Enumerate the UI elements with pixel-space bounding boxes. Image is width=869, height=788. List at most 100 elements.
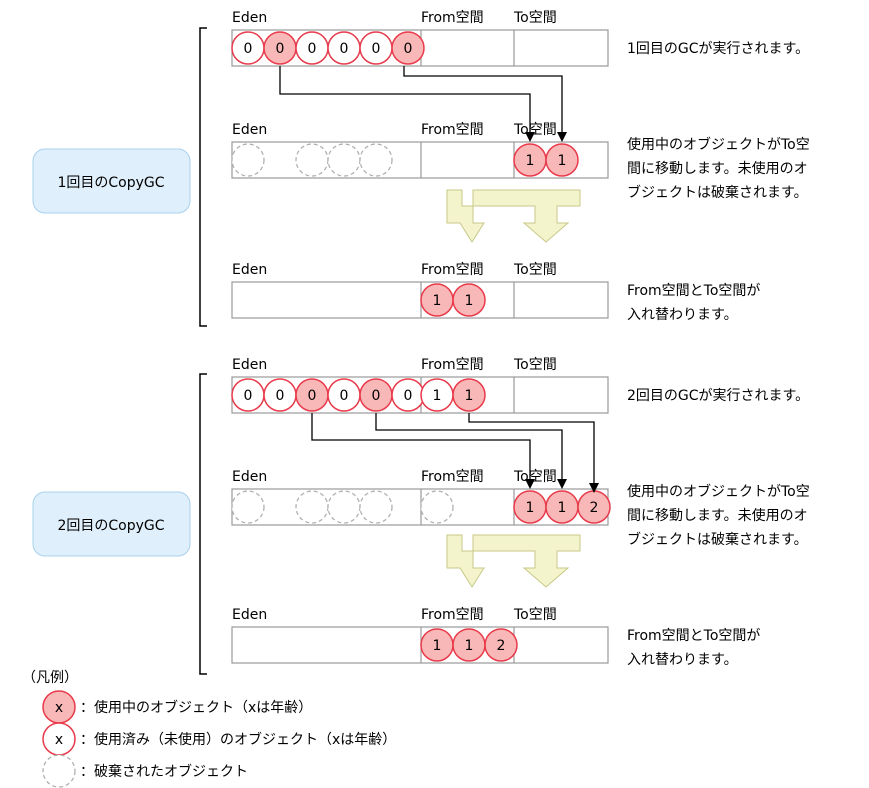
g2-copy-arrow-3 (468, 413, 599, 493)
g1-row1-eden-object-4-label: 0 (340, 41, 349, 57)
g1-row2-from-label: From空間 (421, 122, 484, 138)
g2-row3-heap-box (231, 626, 609, 664)
g1-row3-from-object-2-shape (452, 283, 486, 317)
g2-row1-from-label: From空間 (421, 357, 484, 373)
g2-row1-eden-object-6-label: 0 (404, 388, 413, 404)
g1-row2-to-object-2: 1 (545, 143, 579, 177)
g1-row1-eden-label: Eden (232, 10, 267, 26)
g2-row3-from-object-3-label: 2 (497, 638, 506, 654)
g2-row2-description-line-3: ブジェクトは破棄されます。 (627, 531, 808, 548)
group-1-title: 1回目のCopyGC (57, 175, 164, 191)
legend-item-3-text: ：破棄されたオブジェクト (80, 763, 248, 780)
g2-row1-from-object-2-shape (452, 378, 486, 412)
g1-row3-eden-label: Eden (232, 262, 267, 278)
g2-copy-arrow-1 (311, 413, 535, 489)
g1-row1-eden-object-6-label: 0 (404, 41, 413, 57)
g2-row2-description-line-1: 使用中のオブジェクトがTo空 (627, 483, 810, 500)
g1-row2-eden-object-5 (359, 143, 393, 177)
g1-row2-eden-object-4-shape (327, 143, 361, 177)
group-2-swap-arrow-right (472, 534, 581, 588)
g2-row2-from-label: From空間 (421, 469, 484, 485)
g2-row2-from-object-1 (420, 490, 454, 524)
g2-row2-eden-object-4 (327, 490, 361, 524)
g1-row1-description-line-1: 1回目のGCが実行されます。 (627, 41, 809, 57)
g2-row2-to-label: To空間 (513, 469, 557, 485)
g1-row2-eden-object-5-shape (359, 143, 393, 177)
g2-copy-arrow-2 (375, 413, 567, 489)
g2-row3-from-label: From空間 (421, 607, 484, 623)
legend-title: （凡例） (22, 670, 78, 686)
g2-row1-from-object-2-label: 1 (465, 388, 474, 404)
g2-row2-to-object-1: 1 (513, 490, 547, 524)
legend-item-2-text: ：使用済み（未使用）のオブジェクト（xは年齢） (80, 731, 396, 748)
g2-row2-eden-object-1-shape (231, 490, 265, 524)
g1-row2-eden-label: Eden (232, 122, 267, 138)
g2-row3-description-line-1: From空間とTo空間が (627, 628, 760, 644)
g2-row1-eden-object-5: 0 (359, 378, 393, 412)
g2-row1-eden-object-6: 0 (391, 378, 425, 412)
g2-row3-from-object-3: 2 (484, 628, 518, 662)
g2-row1-eden-object-1-label: 0 (244, 388, 253, 404)
legend-item-2-symbol: x (42, 722, 76, 756)
g2-row2-to-object-3: 2 (577, 490, 611, 524)
g2-row2-eden-object-5-shape (359, 490, 393, 524)
g2-row3-from-object-2-label: 1 (465, 638, 474, 654)
g1-row3-from-object-2: 1 (452, 283, 486, 317)
g1-row1-eden-object-5: 0 (359, 31, 393, 65)
g1-row2-eden-object-3-shape (295, 143, 329, 177)
g2-row1-eden-label: Eden (232, 357, 267, 373)
g2-row1-from-object-2: 1 (452, 378, 486, 412)
g2-row3-description-line-2: 入れ替わります。 (627, 652, 738, 668)
g2-row2-eden-object-5 (359, 490, 393, 524)
g1-row2-eden-object-1 (231, 143, 265, 177)
g2-row2-description-line-2: 間に移動します。未使用のオ (627, 507, 808, 524)
g1-row3-heap-box (231, 281, 609, 319)
g2-row2-to-object-2: 1 (545, 490, 579, 524)
g1-row3-to-label: To空間 (513, 262, 557, 278)
group-2-brace (199, 373, 207, 675)
g2-row3-from-object-1-label: 1 (433, 638, 442, 654)
g1-row1-eden-object-1-label: 0 (244, 41, 253, 57)
g1-row2-description-line-2: 間に移動します。未使用のオ (627, 160, 808, 177)
g2-row3-eden-label: Eden (232, 607, 267, 623)
group-1-swap-arrow-left (446, 189, 485, 243)
g1-row1-eden-object-6: 0 (391, 31, 425, 65)
group-1-swap-arrow-right (472, 189, 581, 243)
group-1-title-panel (32, 148, 191, 214)
g2-row2-to-object-3-label: 2 (590, 500, 599, 516)
g1-row3-description-line-1: From空間とTo空間が (627, 283, 760, 299)
g1-row1-eden-object-3: 0 (295, 31, 329, 65)
g2-row1-eden-object-3: 0 (295, 378, 329, 412)
g1-row1-from-label: From空間 (421, 10, 484, 26)
g1-row1-eden-object-2-label: 0 (276, 41, 285, 57)
g2-row2-eden-object-3 (295, 490, 329, 524)
g2-row1-from-object-1: 1 (420, 378, 454, 412)
group-2-title-panel (32, 491, 191, 557)
g2-row1-description-line-1: 2回目のGCが実行されます。 (627, 388, 809, 404)
g1-row1-eden-object-2: 0 (263, 31, 297, 65)
g1-row1-eden-object-4: 0 (327, 31, 361, 65)
g1-row2-to-object-2-label: 1 (558, 153, 567, 169)
g1-row1-eden-object-3-label: 0 (308, 41, 317, 57)
legend-item-3-symbol-shape (42, 754, 76, 788)
g1-row3-description-line-2: 入れ替わります。 (627, 307, 738, 323)
g2-row1-eden-object-3-label: 0 (308, 388, 317, 404)
legend-item-1-symbol: x (42, 690, 76, 724)
g2-row2-to-object-1-label: 1 (526, 500, 535, 516)
g1-row2-to-object-1: 1 (513, 143, 547, 177)
g2-row3-from-object-1: 1 (420, 628, 454, 662)
g1-row1-eden-object-5-label: 0 (372, 41, 381, 57)
g2-row1-eden-object-4: 0 (327, 378, 361, 412)
g1-row2-eden-object-1-shape (231, 143, 265, 177)
g2-row2-eden-object-3-shape (295, 490, 329, 524)
g1-copy-arrow-2 (403, 66, 567, 142)
legend-item-1-symbol-label: x (55, 700, 63, 716)
g2-row1-eden-object-2: 0 (263, 378, 297, 412)
g1-row2-description-line-3: ブジェクトは破棄されます。 (627, 184, 808, 201)
g2-row2-eden-label: Eden (232, 469, 267, 485)
group-2-swap-arrow-left (446, 534, 485, 588)
g1-row2-eden-object-4 (327, 143, 361, 177)
legend-item-2-symbol-label: x (55, 732, 63, 748)
g1-row2-eden-object-3 (295, 143, 329, 177)
